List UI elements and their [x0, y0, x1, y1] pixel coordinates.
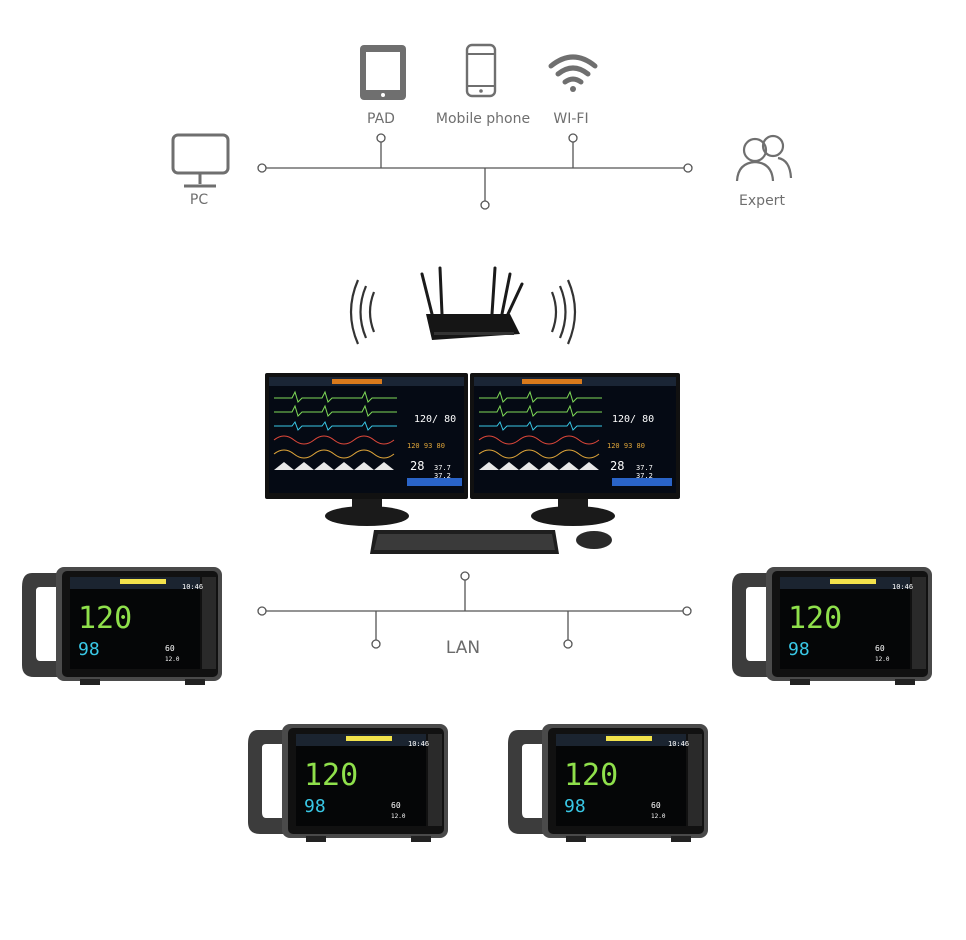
central-monitor-left: 120/ 80 120 93 80 28 37.7 37.2: [265, 373, 468, 526]
expert-label: Expert: [739, 193, 785, 209]
spo2-value: 98: [304, 796, 326, 817]
signal-waves-left: [349, 279, 376, 345]
lan-connector-left: [257, 606, 267, 616]
signal-waves-right: [550, 279, 577, 345]
time-value: 10:46: [182, 583, 203, 591]
bedside-monitor-3: 120 98 60 12.0 10:46: [248, 724, 448, 842]
lan-connector-top: [460, 571, 470, 581]
bp-dia-value: 12.0: [391, 813, 406, 820]
bp-sys-value: 60: [875, 644, 885, 653]
spo2-value: 98: [788, 639, 810, 660]
bedside-monitor-1: 120 98 60 12.0 10:46: [22, 567, 222, 685]
expert-users-icon: [735, 134, 793, 182]
central-monitor-right: 120/ 80 120 93 80 28 37.7 37.2: [470, 373, 680, 526]
bedside-monitor-2: 120 98 60 12.0 10:46: [732, 567, 932, 685]
time-value: 10:46: [408, 740, 429, 748]
bp-sys-value: 60: [391, 801, 401, 810]
pc-monitor-icon: [171, 133, 230, 188]
lan-connector-right: [682, 606, 692, 616]
bp-sys-value: 60: [165, 644, 175, 653]
hr-value: 120: [304, 758, 358, 793]
bp-dia-value: 12.0: [875, 656, 890, 663]
connector-wifi: [568, 133, 578, 143]
keyboard-illustration: [370, 530, 559, 554]
pc-label: PC: [189, 192, 209, 208]
tablet-icon: [360, 45, 406, 100]
bedside-monitor-4: 120 98 60 12.0 10:46: [508, 724, 708, 842]
central-temp-text-right: 28: [610, 459, 624, 473]
top-network-diagram: [171, 43, 793, 210]
router-body: [426, 314, 520, 340]
lan-connector-bottom-right: [563, 639, 573, 649]
lan-connector-bottom-left: [371, 639, 381, 649]
central-temp2-text: 37.7: [434, 464, 451, 472]
wifi-label: WI-FI: [553, 111, 589, 127]
bp-sys-value: 60: [651, 801, 661, 810]
hr-value: 120: [788, 601, 842, 636]
central-temp2-text-right: 37.7: [636, 464, 653, 472]
bp-dia-value: 12.0: [651, 813, 666, 820]
connector-down: [480, 200, 490, 210]
central-bp-text-right: 120/ 80: [612, 414, 654, 425]
spo2-value: 98: [78, 639, 100, 660]
time-value: 10:46: [668, 740, 689, 748]
central-bp-text: 120/ 80: [414, 414, 456, 425]
spo2-value: 98: [564, 796, 586, 817]
pad-label: PAD: [367, 111, 395, 127]
central-temp3-text: 37.2: [434, 472, 451, 480]
central-vals-text: 120 93 80: [407, 442, 445, 450]
lan-label: LAN: [445, 638, 481, 658]
central-temp-text: 28: [410, 459, 424, 473]
central-station-illustration: 120/ 80 120 93 80 28 37.7 37.2 120/ 80 1…: [265, 373, 680, 554]
router-illustration: [349, 266, 577, 345]
router-antennas: [420, 266, 524, 316]
mobile-phone-label: Mobile phone: [435, 111, 531, 127]
connector-pad: [376, 133, 386, 143]
mobile-phone-icon: [465, 43, 497, 98]
time-value: 10:46: [892, 583, 913, 591]
wifi-icon: [548, 54, 598, 92]
central-temp3-text-right: 37.2: [636, 472, 653, 480]
connector-pc: [257, 163, 267, 173]
central-vals-text-right: 120 93 80: [607, 442, 645, 450]
hr-value: 120: [78, 601, 132, 636]
bp-dia-value: 12.0: [165, 656, 180, 663]
mouse-illustration: [576, 531, 612, 549]
lan-network-diagram: [257, 571, 692, 649]
hr-value: 120: [564, 758, 618, 793]
connector-expert: [683, 163, 693, 173]
